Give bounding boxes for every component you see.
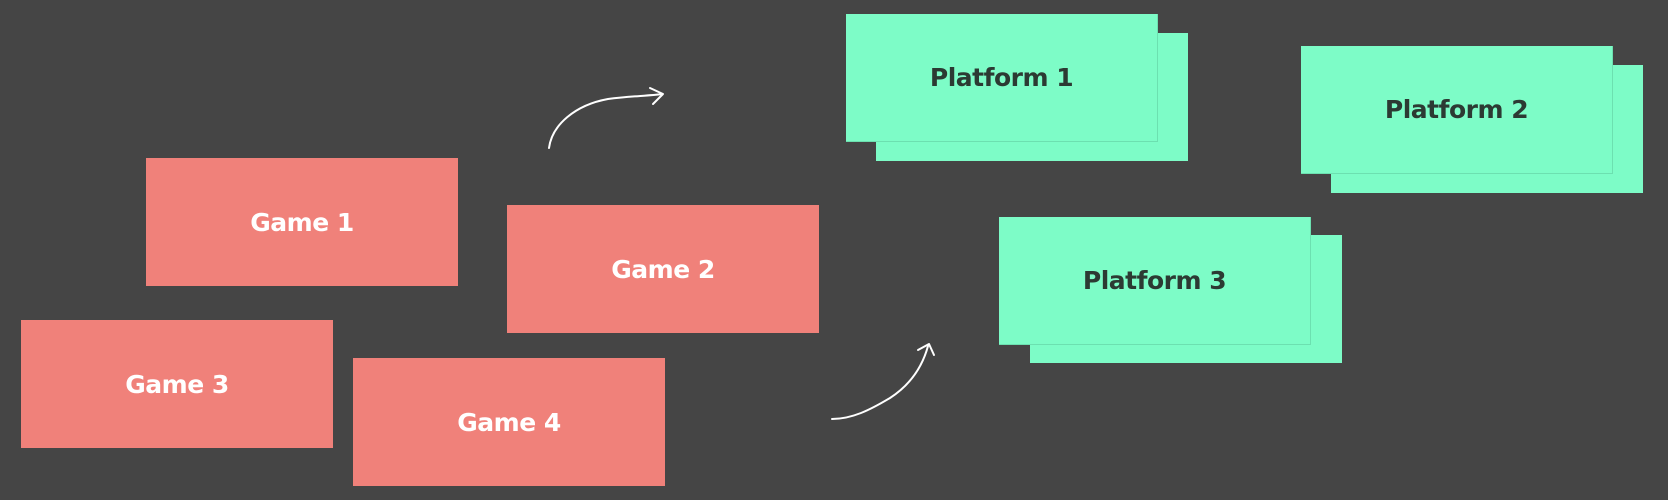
game-card-label: Game 4 xyxy=(457,407,561,437)
arrow-upper-head xyxy=(649,87,664,105)
game-card-2[interactable]: Game 2 xyxy=(507,205,819,333)
platform-card-1[interactable]: Platform 1 xyxy=(846,14,1158,142)
game-card-1[interactable]: Game 1 xyxy=(146,158,458,286)
arrow-lower-head xyxy=(917,343,935,356)
platform-card-3[interactable]: Platform 3 xyxy=(999,217,1311,345)
platform-card-label: Platform 1 xyxy=(929,63,1074,92)
game-card-label: Game 3 xyxy=(125,369,229,399)
arrow-upper xyxy=(548,93,663,149)
game-card-4[interactable]: Game 4 xyxy=(353,358,665,486)
platform-card-2[interactable]: Platform 2 xyxy=(1301,46,1613,174)
game-card-3[interactable]: Game 3 xyxy=(21,320,333,448)
game-card-label: Game 1 xyxy=(250,207,354,237)
game-card-label: Game 2 xyxy=(611,254,715,284)
platform-card-label: Platform 3 xyxy=(1082,266,1227,295)
arrow-lower xyxy=(831,345,929,420)
platform-card-label: Platform 2 xyxy=(1384,95,1529,124)
